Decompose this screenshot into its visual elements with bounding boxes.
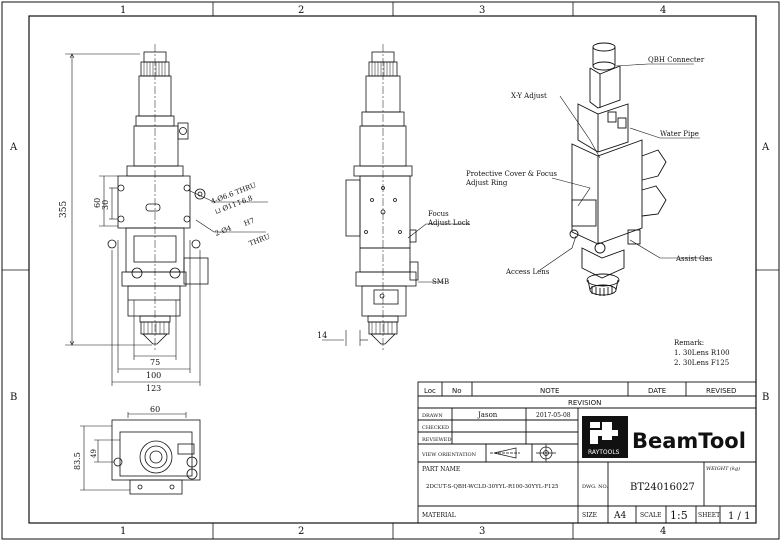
smb-label: SMB [432, 278, 449, 286]
dim-123: 123 [146, 384, 161, 393]
qbh-label: QBH Connecter [648, 56, 705, 64]
rev-header-loc: Loc [424, 387, 436, 395]
rev-header-note: NOTE [540, 387, 559, 395]
logo-subtext: RAYTOOLS [588, 449, 620, 456]
side-annotations [322, 223, 470, 346]
dwg-no-value: BT24016027 [630, 482, 695, 493]
dim-60: 60 [93, 198, 102, 208]
projection-symbol-icon [490, 444, 556, 462]
title-block [417, 381, 757, 524]
iso-leaders [539, 63, 710, 271]
isometric-view [569, 42, 667, 296]
checked-label: CHECKED [422, 425, 449, 431]
holes-note-2: 2-Ø4 [214, 224, 233, 238]
reviewed-label: REVIEWED [422, 437, 451, 443]
sheet-value: 1 / 1 [728, 511, 750, 522]
zone-row-a-left: A [9, 142, 18, 153]
holes-note-2b: H7 [243, 217, 256, 228]
water-pipe-label: Water Pipe [660, 130, 699, 138]
remark-title: Remark: [674, 339, 704, 347]
scale-value: 1:5 [670, 509, 688, 522]
drawn-label: DRAWN [422, 413, 443, 419]
xy-adjust-label: X-Y Adjust [511, 92, 547, 100]
access-lens-label: Access Lens [505, 268, 550, 276]
dim-top-83: 83.5 [73, 452, 82, 470]
dim-top-60: 60 [150, 405, 160, 414]
dim-14: 14 [317, 331, 327, 340]
front-view [107, 44, 209, 352]
revision-label: REVISION [568, 399, 601, 407]
rev-header-revised: REVISED [706, 387, 736, 395]
scale-label: SCALE [640, 512, 661, 519]
zone-row-b-right: B [762, 392, 769, 403]
view-orientation-label: VIEW ORIENTATION [421, 452, 477, 458]
front-dimensions [65, 53, 268, 386]
raytools-logo [582, 416, 628, 458]
zone-row-a-right: A [761, 142, 770, 153]
assist-gas-label: Assist Gas [675, 255, 713, 263]
dim-100: 100 [146, 371, 161, 380]
zone-col-4-bottom: 4 [660, 526, 666, 537]
size-label: SIZE [582, 512, 597, 519]
part-name-value: 2DCUT-S-QBH-WCLD-30YYL-R100-30YYL-F125 [426, 484, 559, 490]
zone-col-1-bottom: 1 [120, 526, 126, 537]
zone-col-4-top: 4 [660, 5, 666, 16]
part-name-label: PART NAME [422, 466, 460, 473]
focus-label-1: Focus [428, 210, 449, 218]
inner-frame [28, 15, 757, 524]
sheet-label: SHEET [698, 512, 720, 519]
holes-note-2c: THRU [248, 232, 271, 247]
zone-col-2-bottom: 2 [298, 526, 304, 537]
logo-wordmark: BeamTool [632, 429, 746, 453]
top-dimensions [80, 412, 187, 491]
zone-col-1-top: 1 [120, 5, 126, 16]
side-view [345, 44, 419, 352]
dim-75: 75 [150, 358, 160, 367]
protective-cover-label-2: Adjust Ring [465, 179, 508, 187]
drawn-by: Jason [477, 411, 498, 419]
focus-label-2: Adjust Lock [427, 219, 471, 227]
top-view [111, 419, 201, 495]
remark-line-2: 2. 30Lens F125 [674, 359, 729, 367]
protective-cover-label-1: Protective Cover & Focus [466, 170, 557, 178]
material-label: MATERIAL [422, 512, 456, 519]
rev-header-no: No [452, 387, 462, 395]
dwg-no-label: DWG. NO. [582, 484, 608, 490]
rev-header-date: DATE [648, 387, 666, 395]
zone-col-3-bottom: 3 [479, 526, 485, 537]
remark-line-1: 1. 30Lens R100 [674, 349, 730, 357]
weight-label: WEIGHT (kg) [706, 465, 740, 472]
zone-col-3-top: 3 [479, 5, 485, 16]
zone-col-2-top: 2 [298, 5, 304, 16]
drawn-date: 2017-05-08 [536, 412, 571, 419]
dim-355: 355 [59, 201, 69, 218]
dim-30: 30 [101, 200, 110, 210]
size-value: A4 [613, 511, 626, 521]
dim-top-49: 49 [90, 449, 98, 458]
zone-row-b-left: B [10, 392, 17, 403]
